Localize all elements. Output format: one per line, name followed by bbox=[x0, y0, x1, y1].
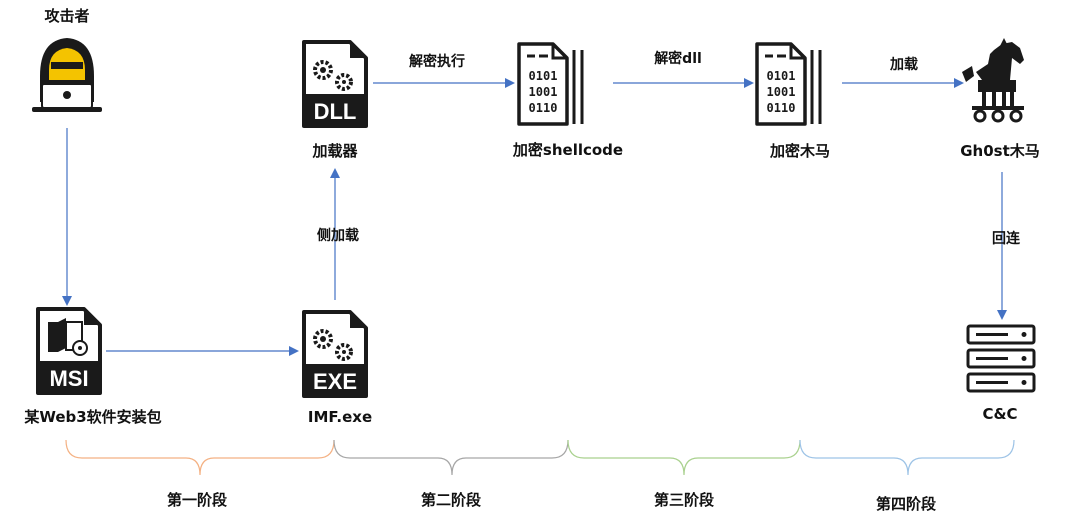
encrypted-trojan-label: 加密木马 bbox=[769, 142, 831, 160]
stage-brace-1 bbox=[65, 439, 335, 476]
edge-label-decrypt-execute: 解密执行 bbox=[409, 54, 465, 70]
gh0st-label: Gh0st木马 bbox=[960, 142, 1040, 160]
exe-label: IMF.exe bbox=[307, 408, 373, 426]
stage-brace-3 bbox=[567, 439, 801, 476]
edge-label-side-load: 侧加载 bbox=[317, 228, 359, 244]
edge-label-decrypt-dll: 解密dll bbox=[654, 51, 702, 67]
dll-badge: DLL bbox=[314, 99, 357, 124]
dll-label: 加载器 bbox=[312, 142, 358, 160]
stage-label: 第一阶段 bbox=[166, 491, 228, 509]
trojan-horse-icon bbox=[962, 38, 1024, 123]
hacker-icon bbox=[32, 38, 102, 112]
trojan-binary-line: 0110 bbox=[767, 101, 796, 115]
binary-document-icon: 0101 1001 0110 bbox=[517, 42, 584, 126]
stage-brace-2 bbox=[333, 439, 569, 476]
dll-file-icon: DLL bbox=[302, 40, 368, 128]
trojan-binary-line: 0101 bbox=[767, 69, 796, 83]
msi-badge: MSI bbox=[49, 366, 88, 391]
shellcode-binary-line: 0110 bbox=[529, 101, 558, 115]
edge-label-callback: 回连 bbox=[992, 231, 1020, 247]
stage-label: 第四阶段 bbox=[875, 495, 937, 513]
msi-file-icon: MSI bbox=[36, 307, 102, 395]
edge-label-load: 加载 bbox=[890, 57, 918, 73]
cc-label: C&C bbox=[982, 405, 1018, 423]
arrows bbox=[62, 78, 1007, 356]
attacker-label: 攻击者 bbox=[44, 7, 90, 25]
shellcode-binary-line: 0101 bbox=[529, 69, 558, 83]
server-rack-icon bbox=[966, 324, 1036, 393]
shellcode-binary-line: 1001 bbox=[529, 85, 558, 99]
trojan-binary-line: 1001 bbox=[767, 85, 796, 99]
exe-file-icon: EXE bbox=[302, 310, 368, 398]
shellcode-label: 加密shellcode bbox=[512, 141, 624, 159]
stage-braces bbox=[65, 439, 1015, 476]
binary-document-icon: 0101 1001 0110 bbox=[755, 42, 822, 126]
stage-label: 第二阶段 bbox=[420, 491, 482, 509]
stage-brace-4 bbox=[799, 439, 1015, 476]
stage-label: 第三阶段 bbox=[653, 491, 715, 509]
msi-label: 某Web3软件安装包 bbox=[24, 408, 162, 426]
exe-badge: EXE bbox=[313, 369, 357, 394]
